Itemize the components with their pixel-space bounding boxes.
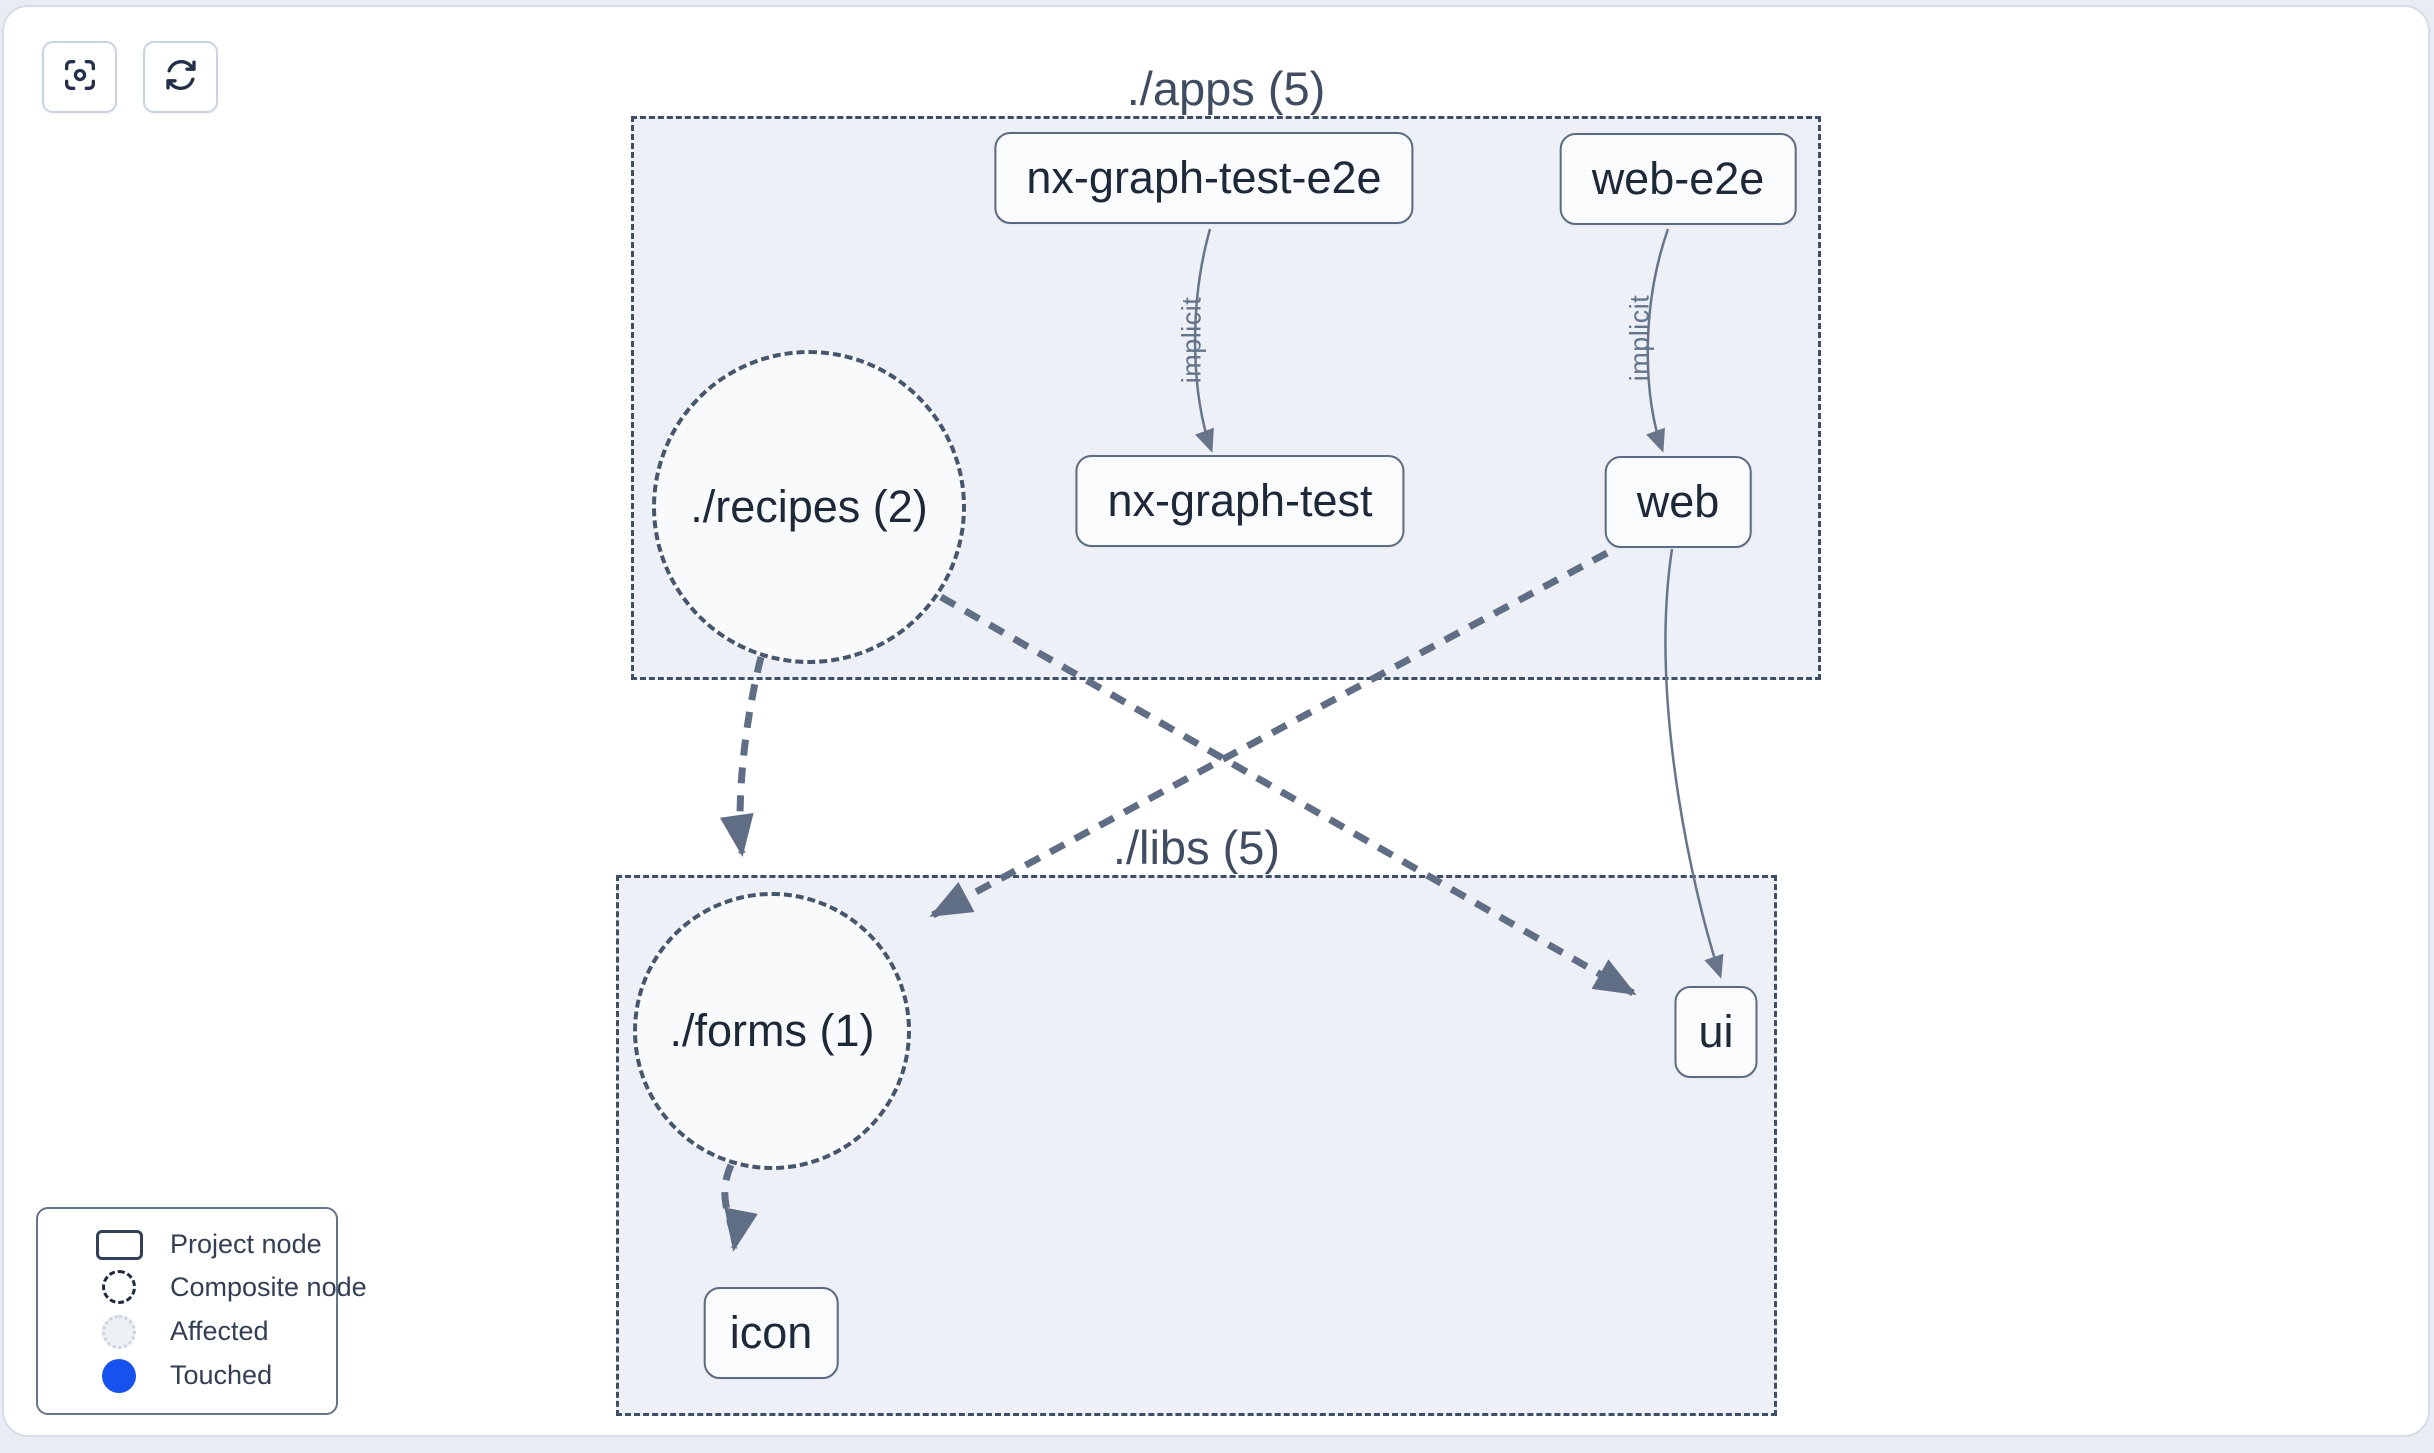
edge-nx-graph-test-e2e-to-nx-graph-test[interactable] <box>1193 228 1214 453</box>
edge-label-implicit-1: implicit <box>1176 296 1207 384</box>
refresh-icon <box>161 55 201 100</box>
legend-label-composite-node: Composite node <box>170 1271 367 1302</box>
project-node-web[interactable]: web <box>1604 456 1752 548</box>
toolbar <box>42 41 218 113</box>
project-node-ui-label: ui <box>1698 1006 1734 1057</box>
project-node-icon[interactable]: icon <box>703 1287 839 1379</box>
legend-label-project-node: Project node <box>170 1229 322 1260</box>
edges-layer <box>719 228 1724 1252</box>
composite-node-recipes[interactable]: ./recipes (2) <box>652 350 966 664</box>
refresh-button[interactable] <box>143 41 218 113</box>
focus-center-button[interactable] <box>42 41 117 113</box>
edge-web-to-forms[interactable] <box>929 549 1609 919</box>
edge-label-implicit-2: implicit <box>1624 294 1655 382</box>
project-node-swatch <box>94 1229 144 1260</box>
legend-item-affected: Affected <box>38 1314 336 1349</box>
group-apps-label: ./apps (5) <box>1126 62 1326 115</box>
touched-swatch <box>94 1358 144 1393</box>
project-node-nx-graph-test-e2e[interactable]: nx-graph-test-e2e <box>994 132 1414 224</box>
edge-web-e2e-to-web[interactable] <box>1646 228 1670 453</box>
graph-canvas[interactable]: ./apps (5) ./libs (5) ./recipes (2) ./fo… <box>2 5 2430 1437</box>
composite-node-recipes-label: ./recipes (2) <box>690 481 928 532</box>
project-node-web-e2e-label: web-e2e <box>1591 153 1765 204</box>
project-node-ui[interactable]: ui <box>1674 986 1758 1078</box>
legend-item-touched: Touched <box>38 1358 336 1393</box>
project-node-web-label: web <box>1636 476 1720 527</box>
project-node-nx-graph-test[interactable]: nx-graph-test <box>1075 455 1405 547</box>
project-node-icon-label: icon <box>729 1307 813 1358</box>
legend-label-touched: Touched <box>170 1360 273 1391</box>
project-node-web-e2e[interactable]: web-e2e <box>1559 133 1797 225</box>
focus-center-icon <box>60 55 100 100</box>
composite-node-swatch <box>94 1270 144 1305</box>
project-node-nx-graph-test-label: nx-graph-test <box>1107 475 1373 526</box>
edge-recipes-to-forms[interactable] <box>719 656 765 857</box>
composite-node-forms[interactable]: ./forms (1) <box>633 892 911 1170</box>
project-node-nx-graph-test-e2e-label: nx-graph-test-e2e <box>1026 152 1382 203</box>
affected-swatch <box>94 1314 144 1349</box>
edge-web-to-ui[interactable] <box>1664 548 1724 979</box>
group-libs-label: ./libs (5) <box>1112 821 1281 874</box>
legend-panel: Project node Composite node Affected Tou… <box>36 1207 367 1415</box>
edge-recipes-to-ui[interactable] <box>939 593 1637 997</box>
composite-node-forms-label: ./forms (1) <box>669 1005 875 1056</box>
legend-item-project-node: Project node <box>38 1229 336 1260</box>
edge-forms-to-icon[interactable] <box>721 1163 758 1252</box>
legend-label-affected: Affected <box>170 1316 269 1347</box>
legend-item-composite-node: Composite node <box>38 1270 367 1305</box>
